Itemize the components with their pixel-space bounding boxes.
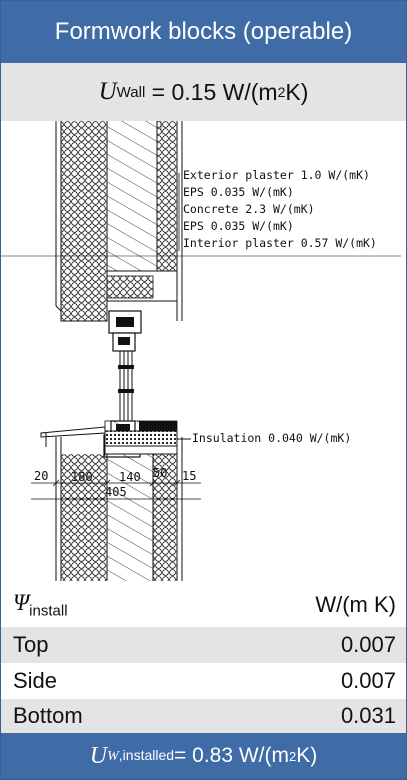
u-equals: = 0.15 W/(m xyxy=(151,78,278,105)
dimension-lines: 20 180 140 50 15 405 xyxy=(31,466,201,501)
dim-15: 15 xyxy=(182,469,196,483)
psi-row-value: 0.007 xyxy=(340,632,396,657)
psi-row-value: 0.007 xyxy=(340,668,396,693)
upper-wall xyxy=(1,121,401,322)
psi-row-bottom: Bottom 0.031 xyxy=(1,699,406,733)
psi-unit: W/(m K) xyxy=(315,592,396,617)
uw-exp: 2 xyxy=(289,748,297,764)
label-concrete: Concrete 2.3 W/(mK) xyxy=(183,202,315,216)
dim-180: 180 xyxy=(71,470,93,484)
psi-header-row: Ψinstall W/(m K) xyxy=(1,583,406,627)
u-symbol: U xyxy=(98,78,117,105)
psi-row-label: Side xyxy=(13,668,58,693)
uw-subscript: W,installed xyxy=(107,747,174,765)
psi-row-side: Side 0.007 xyxy=(1,663,406,699)
uw-sub-italic: W xyxy=(107,749,119,764)
psi-row-label: Top xyxy=(13,632,49,657)
sill-insulation xyxy=(40,420,191,455)
label-eps-inner: EPS 0.035 W/(mK) xyxy=(183,219,294,233)
layer-labels: Exterior plaster 1.0 W/(mK) EPS 0.035 W/… xyxy=(178,168,377,445)
label-interior-plaster: Interior plaster 0.57 W/(mK) xyxy=(183,236,377,250)
u-tail: K) xyxy=(285,78,309,105)
header-title: Formwork blocks (operable) xyxy=(1,1,406,63)
psi-row-value: 0.031 xyxy=(340,703,396,728)
dim-140: 140 xyxy=(119,470,141,484)
uw-tail: K) xyxy=(296,744,318,767)
dim-20: 20 xyxy=(34,469,48,483)
section-drawing: 20 180 140 50 15 405 Exterior plaster 1.… xyxy=(1,121,406,581)
label-insulation: Insulation 0.040 W/(mK) xyxy=(192,431,351,445)
psi-label: Ψinstall xyxy=(13,590,68,620)
dim-50: 50 xyxy=(153,466,167,480)
dim-405: 405 xyxy=(105,485,127,499)
psi-row-label: Bottom xyxy=(13,703,83,728)
u-subscript: Wall xyxy=(116,83,146,101)
u-exp: 2 xyxy=(277,84,286,100)
lower-wall xyxy=(45,431,183,581)
wall-section-svg: 20 180 140 50 15 405 Exterior plaster 1.… xyxy=(1,121,401,581)
psi-symbol: Ψ xyxy=(13,590,30,616)
uw-symbol: U xyxy=(89,742,108,769)
psi-row-top: Top 0.007 xyxy=(1,627,406,663)
label-eps-outer: EPS 0.035 W/(mK) xyxy=(183,185,294,199)
uw-equals: = 0.83 W/(m xyxy=(174,744,289,767)
psi-subscript: install xyxy=(29,602,68,620)
label-exterior-plaster: Exterior plaster 1.0 W/(mK) xyxy=(183,168,370,182)
uw-sub-rest: ,installed xyxy=(118,747,175,763)
